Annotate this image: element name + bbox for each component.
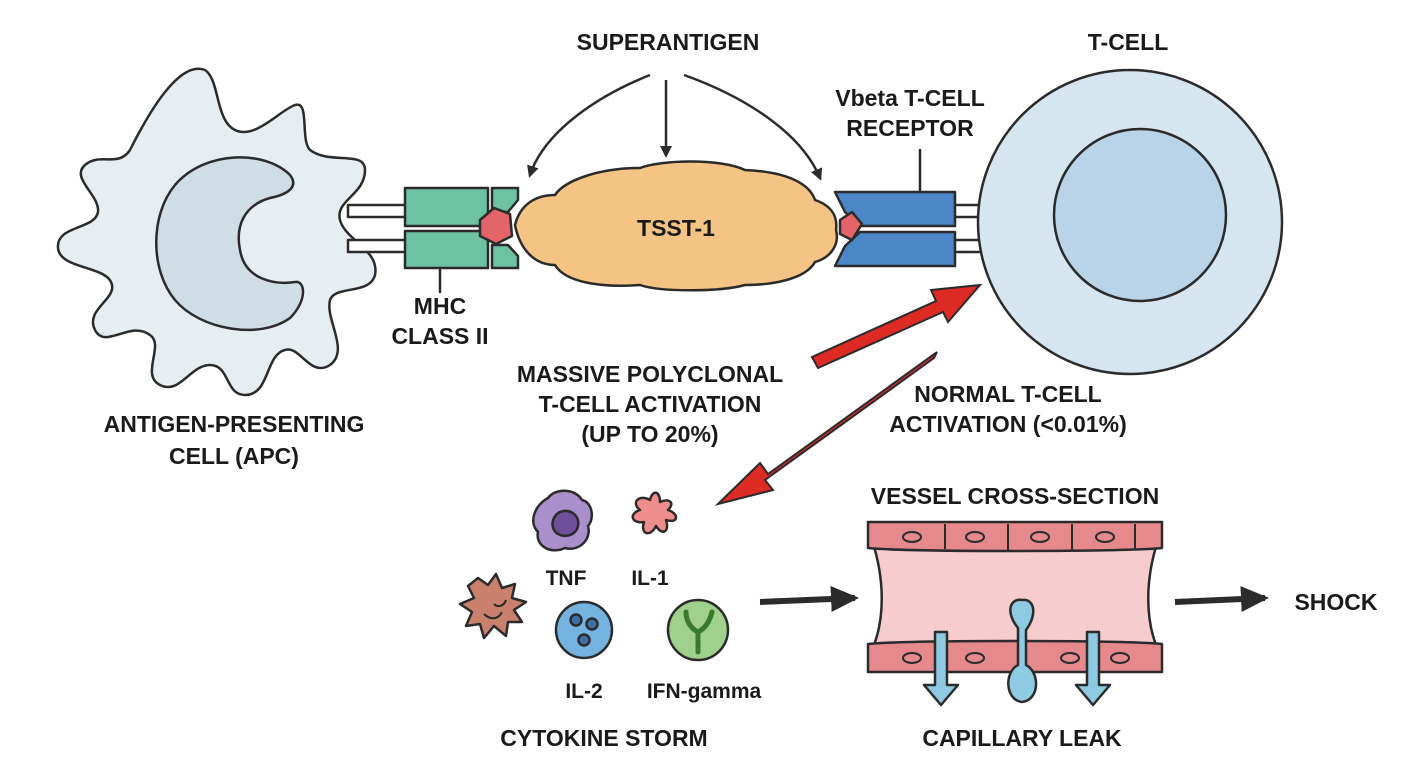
t-cell-nucleus [1052,127,1228,303]
mhc-label-line1: MHC [414,293,466,319]
tsst-label: TSST-1 [637,215,715,241]
apc-nucleus [155,156,305,332]
ifn-label: IFN-gamma [647,680,762,703]
cytokine-il1 [631,491,678,535]
cytokine-storm-label: CYTOKINE STORM [500,725,707,751]
mhc-lower-domain [403,229,490,270]
vessel-wall-top [866,520,1164,553]
leak-right [1074,630,1112,707]
cytokine-ifn [666,598,730,662]
vessel-lumen [870,538,1160,652]
cytokine-brown [458,572,528,640]
tnf-label: TNF [546,567,587,590]
mhc-stalk-top [346,203,412,219]
tcr-upper-domain [833,190,957,228]
mhc-lower-tip [490,243,520,270]
vessel-cross-section [866,520,1164,707]
arrow-vessel-to-shock [1174,586,1269,613]
mhc-peptide [478,206,514,246]
vbeta-label-line1: Vbeta T-CELL [835,85,985,111]
red-arrow-to-cytokines [714,351,938,506]
cytokine-tnf [532,489,594,552]
red-arrow-massive [810,283,983,370]
vessel-label: VESSEL CROSS-SECTION [871,483,1159,509]
leak-left [922,630,960,707]
mhc-upper-domain [403,186,490,228]
arrow-cytokines-to-vessel [759,586,859,612]
t-cell-label: T-CELL [1088,29,1169,55]
superantigen-arrow-right [683,73,823,181]
massive-label-line2: T-CELL ACTIVATION [539,391,762,417]
leak-center [1007,598,1038,704]
shock-label: SHOCK [1294,589,1377,615]
tcr-lower-domain [833,230,957,268]
apc-label-line2: CELL (APC) [169,443,299,469]
cytokine-il2 [554,600,614,660]
superantigen-arrow-left [527,73,651,178]
normal-label-line2: ACTIVATION (<0.01%) [889,411,1127,437]
capillary-leak-label: CAPILLARY LEAK [922,725,1122,751]
mhc-label-line2: CLASS II [391,323,488,349]
mhc-stalk-bottom [346,238,412,254]
tcr-peptide [838,210,864,242]
superantigen-arrows [527,73,823,181]
vbeta-label-line2: RECEPTOR [846,115,974,141]
superantigen-label: SUPERANTIGEN [577,29,760,55]
apc-label-line1: ANTIGEN-PRESENTING [104,411,365,437]
normal-label-line1: NORMAL T-CELL [914,381,1101,407]
il2-label: IL-2 [565,680,602,703]
mhc-class-ii [346,186,520,294]
massive-label-line3: (UP TO 20%) [581,421,718,447]
mhc-upper-tip [490,186,520,214]
il1-label: IL-1 [631,567,669,590]
tsst-1-molecule [513,160,839,292]
massive-label-line1: MASSIVE POLYCLONAL [517,361,783,387]
apc-cell [56,67,377,397]
